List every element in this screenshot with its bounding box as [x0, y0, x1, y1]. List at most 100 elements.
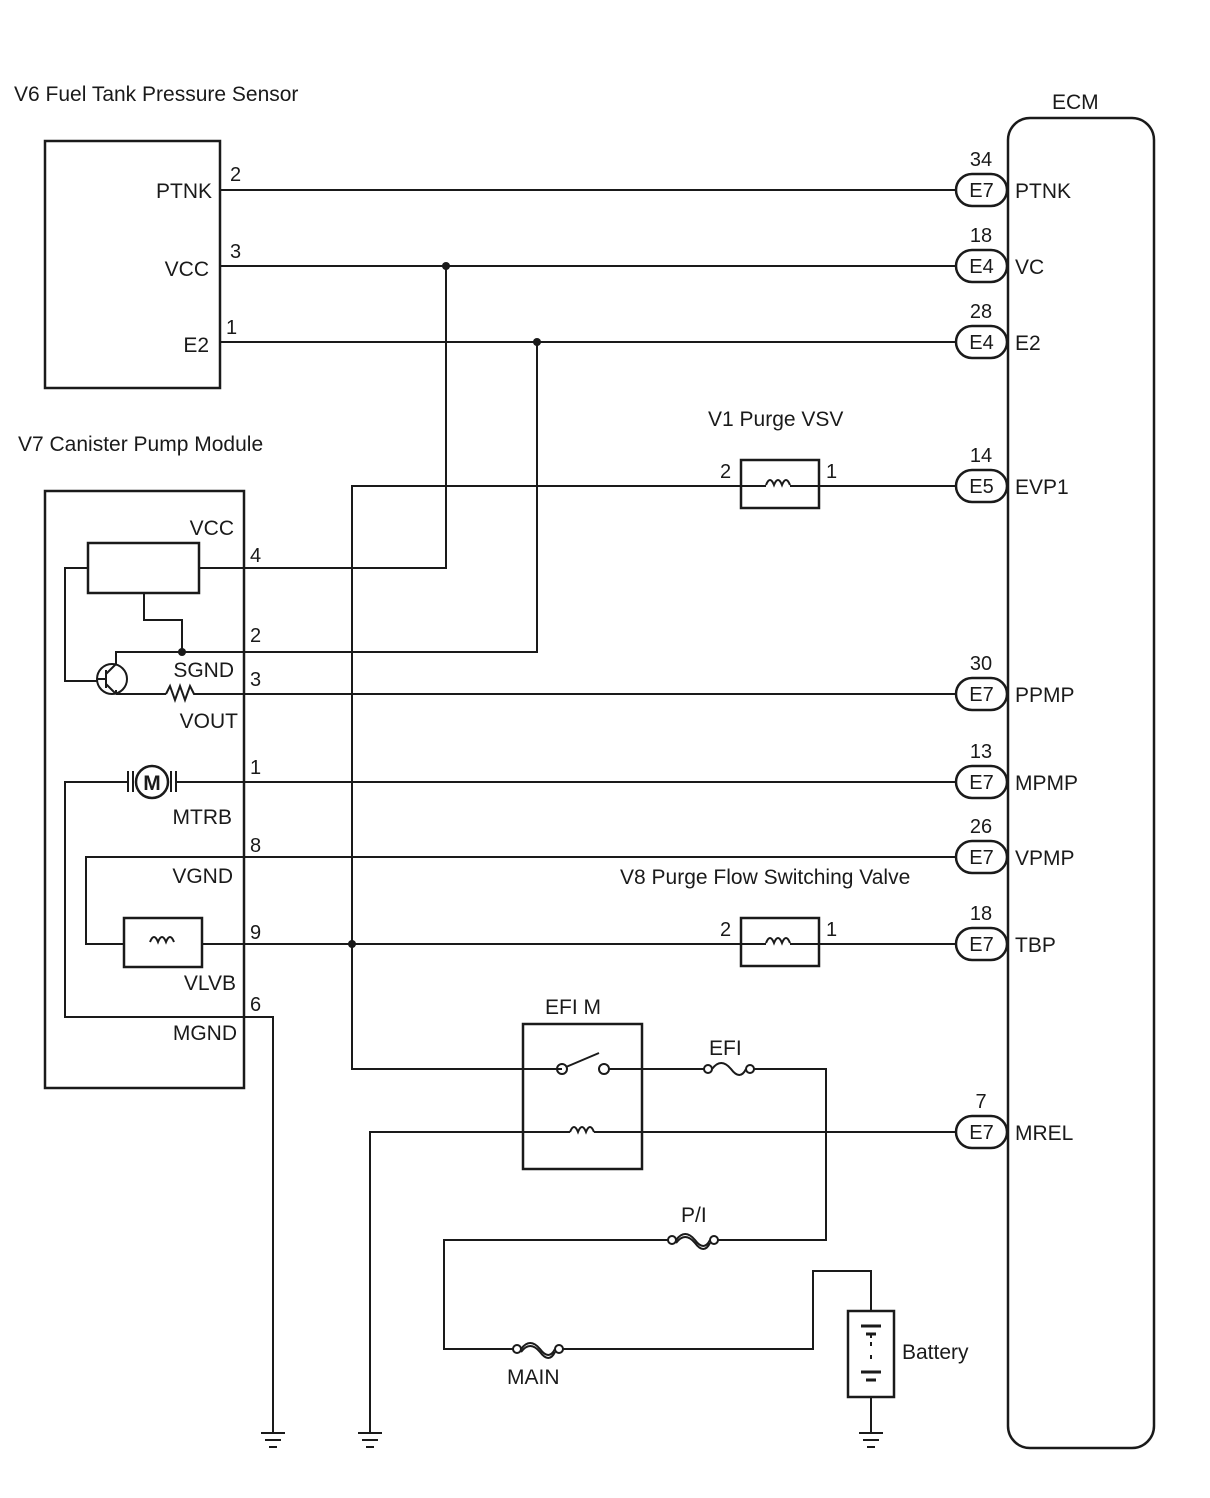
junction-dot — [533, 338, 541, 346]
sensor-pin-ptnk: 2 — [230, 164, 241, 186]
connector-oval — [954, 839, 1009, 875]
pump-pin-mgnd: 6 — [250, 994, 261, 1016]
wire-efi-to-pi — [718, 1068, 827, 1241]
sensor-terminal-e2: E2 — [183, 334, 209, 357]
ecm-signal-label: MPMP — [1015, 772, 1078, 795]
canister-pump-module: V7 Canister Pump Module M VCC 4 2 SGND 3 — [18, 433, 263, 1090]
ecm-pin-number: 28 — [970, 301, 992, 323]
fuses: EFI P/I MAIN — [443, 1037, 872, 1389]
purge-flow-valve-title: V8 Purge Flow Switching Valve — [620, 866, 910, 889]
connector-label: E7 — [969, 772, 993, 794]
wire-pi-to-main — [443, 1239, 668, 1350]
ecm-terminals: E734PTNKE418VCE428E2E514EVP1E730PPMPE713… — [954, 149, 1078, 1150]
sensor-pin-e2: 1 — [226, 317, 237, 339]
purge-flow-valve-box — [739, 916, 821, 968]
sensor-title: V6 Fuel Tank Pressure Sensor — [14, 83, 298, 106]
pump-label-mtrb: MTRB — [173, 806, 233, 829]
ecm-signal-label: EVP1 — [1015, 476, 1069, 499]
purge-vsv: V1 Purge VSV 2 1 — [708, 408, 843, 510]
battery: Battery — [846, 1309, 969, 1432]
connector-oval — [954, 248, 1009, 284]
ground-icon — [261, 1432, 285, 1448]
pump-pin-vout: 3 — [250, 669, 261, 691]
efi-relay-title: EFI M — [545, 996, 601, 1019]
ecm-signal-label: VPMP — [1015, 847, 1075, 870]
transistor-icon — [96, 652, 128, 695]
harness-wires — [220, 189, 956, 1432]
connector-oval — [954, 676, 1009, 712]
connector-label: E7 — [969, 847, 993, 869]
connector-oval — [954, 764, 1009, 800]
ecm-title: ECM — [1052, 91, 1099, 114]
sensor-box — [43, 139, 222, 390]
fuel-tank-pressure-sensor: V6 Fuel Tank Pressure Sensor PTNK 2 VCC … — [14, 83, 298, 390]
connector-label: E4 — [969, 256, 993, 278]
internal-wiring — [64, 567, 244, 682]
ecm-pin-number: 13 — [970, 741, 992, 763]
pump-label-vgnd: VGND — [172, 865, 233, 888]
connector-label: E5 — [969, 476, 993, 498]
resistor-icon — [165, 683, 244, 703]
internal-wiring — [115, 651, 244, 695]
fusible-link-icon — [667, 1233, 719, 1250]
wire-purge-supply — [351, 485, 741, 1070]
fuse-icon — [703, 1062, 755, 1076]
coil-icon — [569, 1126, 595, 1135]
ecm-pin-number: 26 — [970, 816, 992, 838]
fuse-efi-label: EFI — [709, 1037, 742, 1060]
ecm-pin-number: 7 — [975, 1091, 986, 1113]
pump-label-sgnd: SGND — [173, 659, 234, 682]
canister-valve-coil — [122, 916, 204, 969]
ecm-signal-label: E2 — [1015, 332, 1041, 355]
efi-relay-box — [521, 1022, 644, 1171]
pump-pin-mtrb: 1 — [250, 757, 261, 779]
pump-label-mgnd: MGND — [173, 1022, 237, 1045]
sensor-terminal-ptnk: PTNK — [156, 180, 212, 203]
junction-dot — [442, 262, 450, 270]
purge-flow-valve-pin-left: 2 — [720, 919, 731, 941]
internal-wiring — [64, 781, 244, 1018]
sensor-terminal-vcc: VCC — [165, 258, 209, 281]
relay-switch-icon — [556, 1052, 642, 1075]
wire-mgnd-ground — [244, 1016, 274, 1432]
fusible-link-icon — [512, 1342, 564, 1359]
purge-flow-switching-valve: V8 Purge Flow Switching Valve 2 1 — [620, 866, 910, 968]
wire-main-to-battery — [563, 1270, 872, 1350]
coil-icon — [765, 479, 791, 488]
pump-module-box — [43, 489, 246, 1090]
connector-label: E4 — [969, 332, 993, 354]
connector-label: E7 — [969, 934, 993, 956]
wire-vcc-pump — [244, 266, 447, 569]
pump-label-vout: VOUT — [180, 710, 239, 733]
ecm-pin-number: 18 — [970, 225, 992, 247]
pump-pin-vgnd: 8 — [250, 835, 261, 857]
connector-oval — [954, 926, 1009, 962]
ecm-signal-label: TBP — [1015, 934, 1056, 957]
ecm-signal-label: PTNK — [1015, 180, 1071, 203]
connector-label: E7 — [969, 180, 993, 202]
purge-vsv-pin-right: 1 — [826, 461, 837, 483]
ground-icon — [859, 1432, 883, 1448]
coil-icon — [149, 936, 175, 945]
connector-label: E7 — [969, 1122, 993, 1144]
purge-vsv-box — [739, 458, 821, 510]
connector-oval — [954, 1114, 1009, 1150]
pump-label-vlvb: VLVB — [184, 972, 236, 995]
purge-flow-valve-pin-right: 1 — [826, 919, 837, 941]
pump-module-title: V7 Canister Pump Module — [18, 433, 263, 456]
sensor-pin-vcc: 3 — [230, 241, 241, 263]
battery-icon — [861, 1324, 881, 1382]
ecm-pin-number: 18 — [970, 903, 992, 925]
ecm-pin-number: 30 — [970, 653, 992, 675]
pump-label-vcc: VCC — [190, 517, 234, 540]
efi-main-relay: EFI M — [369, 996, 956, 1432]
ecm-signal-label: PPMP — [1015, 684, 1075, 707]
fuse-main-label: MAIN — [507, 1366, 560, 1389]
